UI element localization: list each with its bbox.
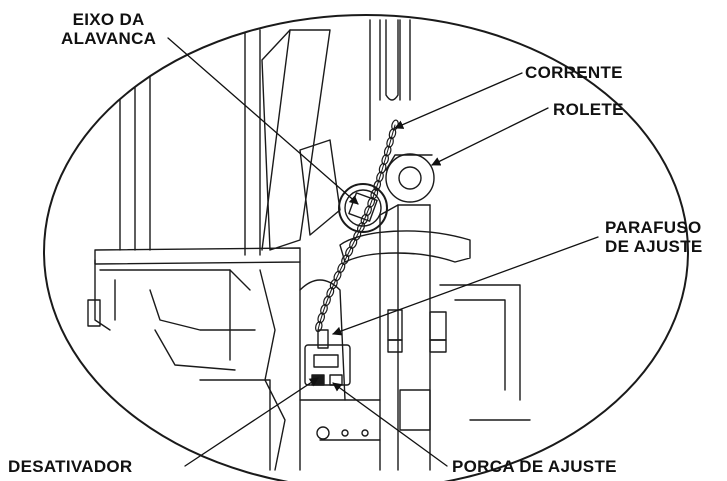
guide-plate: [261, 29, 341, 251]
chain-link: [326, 287, 335, 298]
label-adjust-nut: PORCA DE AJUSTE: [452, 457, 617, 476]
chain-link: [356, 222, 366, 233]
roller-shape: [385, 153, 435, 203]
label-adjust-screw: PARAFUSO DE AJUSTE: [605, 218, 702, 256]
chain-link: [386, 136, 394, 148]
label-lever-axis: EIXO DA ALAVANCA: [61, 10, 156, 48]
chain-link: [349, 238, 358, 249]
upper-rails: [369, 19, 411, 141]
leader-lines: [167, 37, 599, 467]
chain-link: [345, 246, 354, 257]
chain-link: [364, 205, 372, 217]
lower-bracket: [87, 259, 286, 471]
chain-link: [388, 128, 397, 140]
mechanism-parts: [87, 19, 531, 471]
chain-link: [381, 154, 390, 166]
label-adjust-screw-line2: DE AJUSTE: [605, 237, 703, 256]
chain-link: [370, 188, 379, 200]
chain-link: [317, 312, 326, 324]
leader-adjust-nut: [332, 382, 448, 467]
chain-link: [373, 179, 382, 191]
middle-bracket: [299, 261, 381, 471]
chain-link: [367, 197, 376, 208]
chain-link: [376, 171, 384, 183]
leader-deactivator: [184, 377, 319, 467]
chain-link: [320, 303, 328, 315]
leader-adjust-screw: [332, 236, 599, 336]
leader-lever-axis: [167, 37, 359, 205]
label-lever-axis-line1: EIXO DA: [72, 10, 145, 29]
label-adjust-screw-line1: PARAFUSO: [605, 218, 702, 237]
chain-link: [378, 162, 387, 174]
chain-link: [360, 213, 369, 225]
chain-link: [337, 262, 346, 274]
detail-oval: [43, 14, 689, 481]
chain-links: [315, 119, 399, 333]
label-deactivator: DESATIVADOR: [8, 457, 133, 476]
chain-link: [383, 145, 392, 157]
right-frame: [339, 204, 531, 471]
chain-link: [323, 295, 331, 307]
label-chain: CORRENTE: [525, 63, 623, 82]
leader-roller: [431, 107, 549, 166]
leader-chain: [394, 72, 523, 129]
label-lever-axis-line2: ALAVANCA: [61, 29, 157, 48]
chain-link: [333, 270, 342, 282]
label-roller: ROLETE: [553, 100, 624, 119]
chain-link: [353, 230, 362, 241]
